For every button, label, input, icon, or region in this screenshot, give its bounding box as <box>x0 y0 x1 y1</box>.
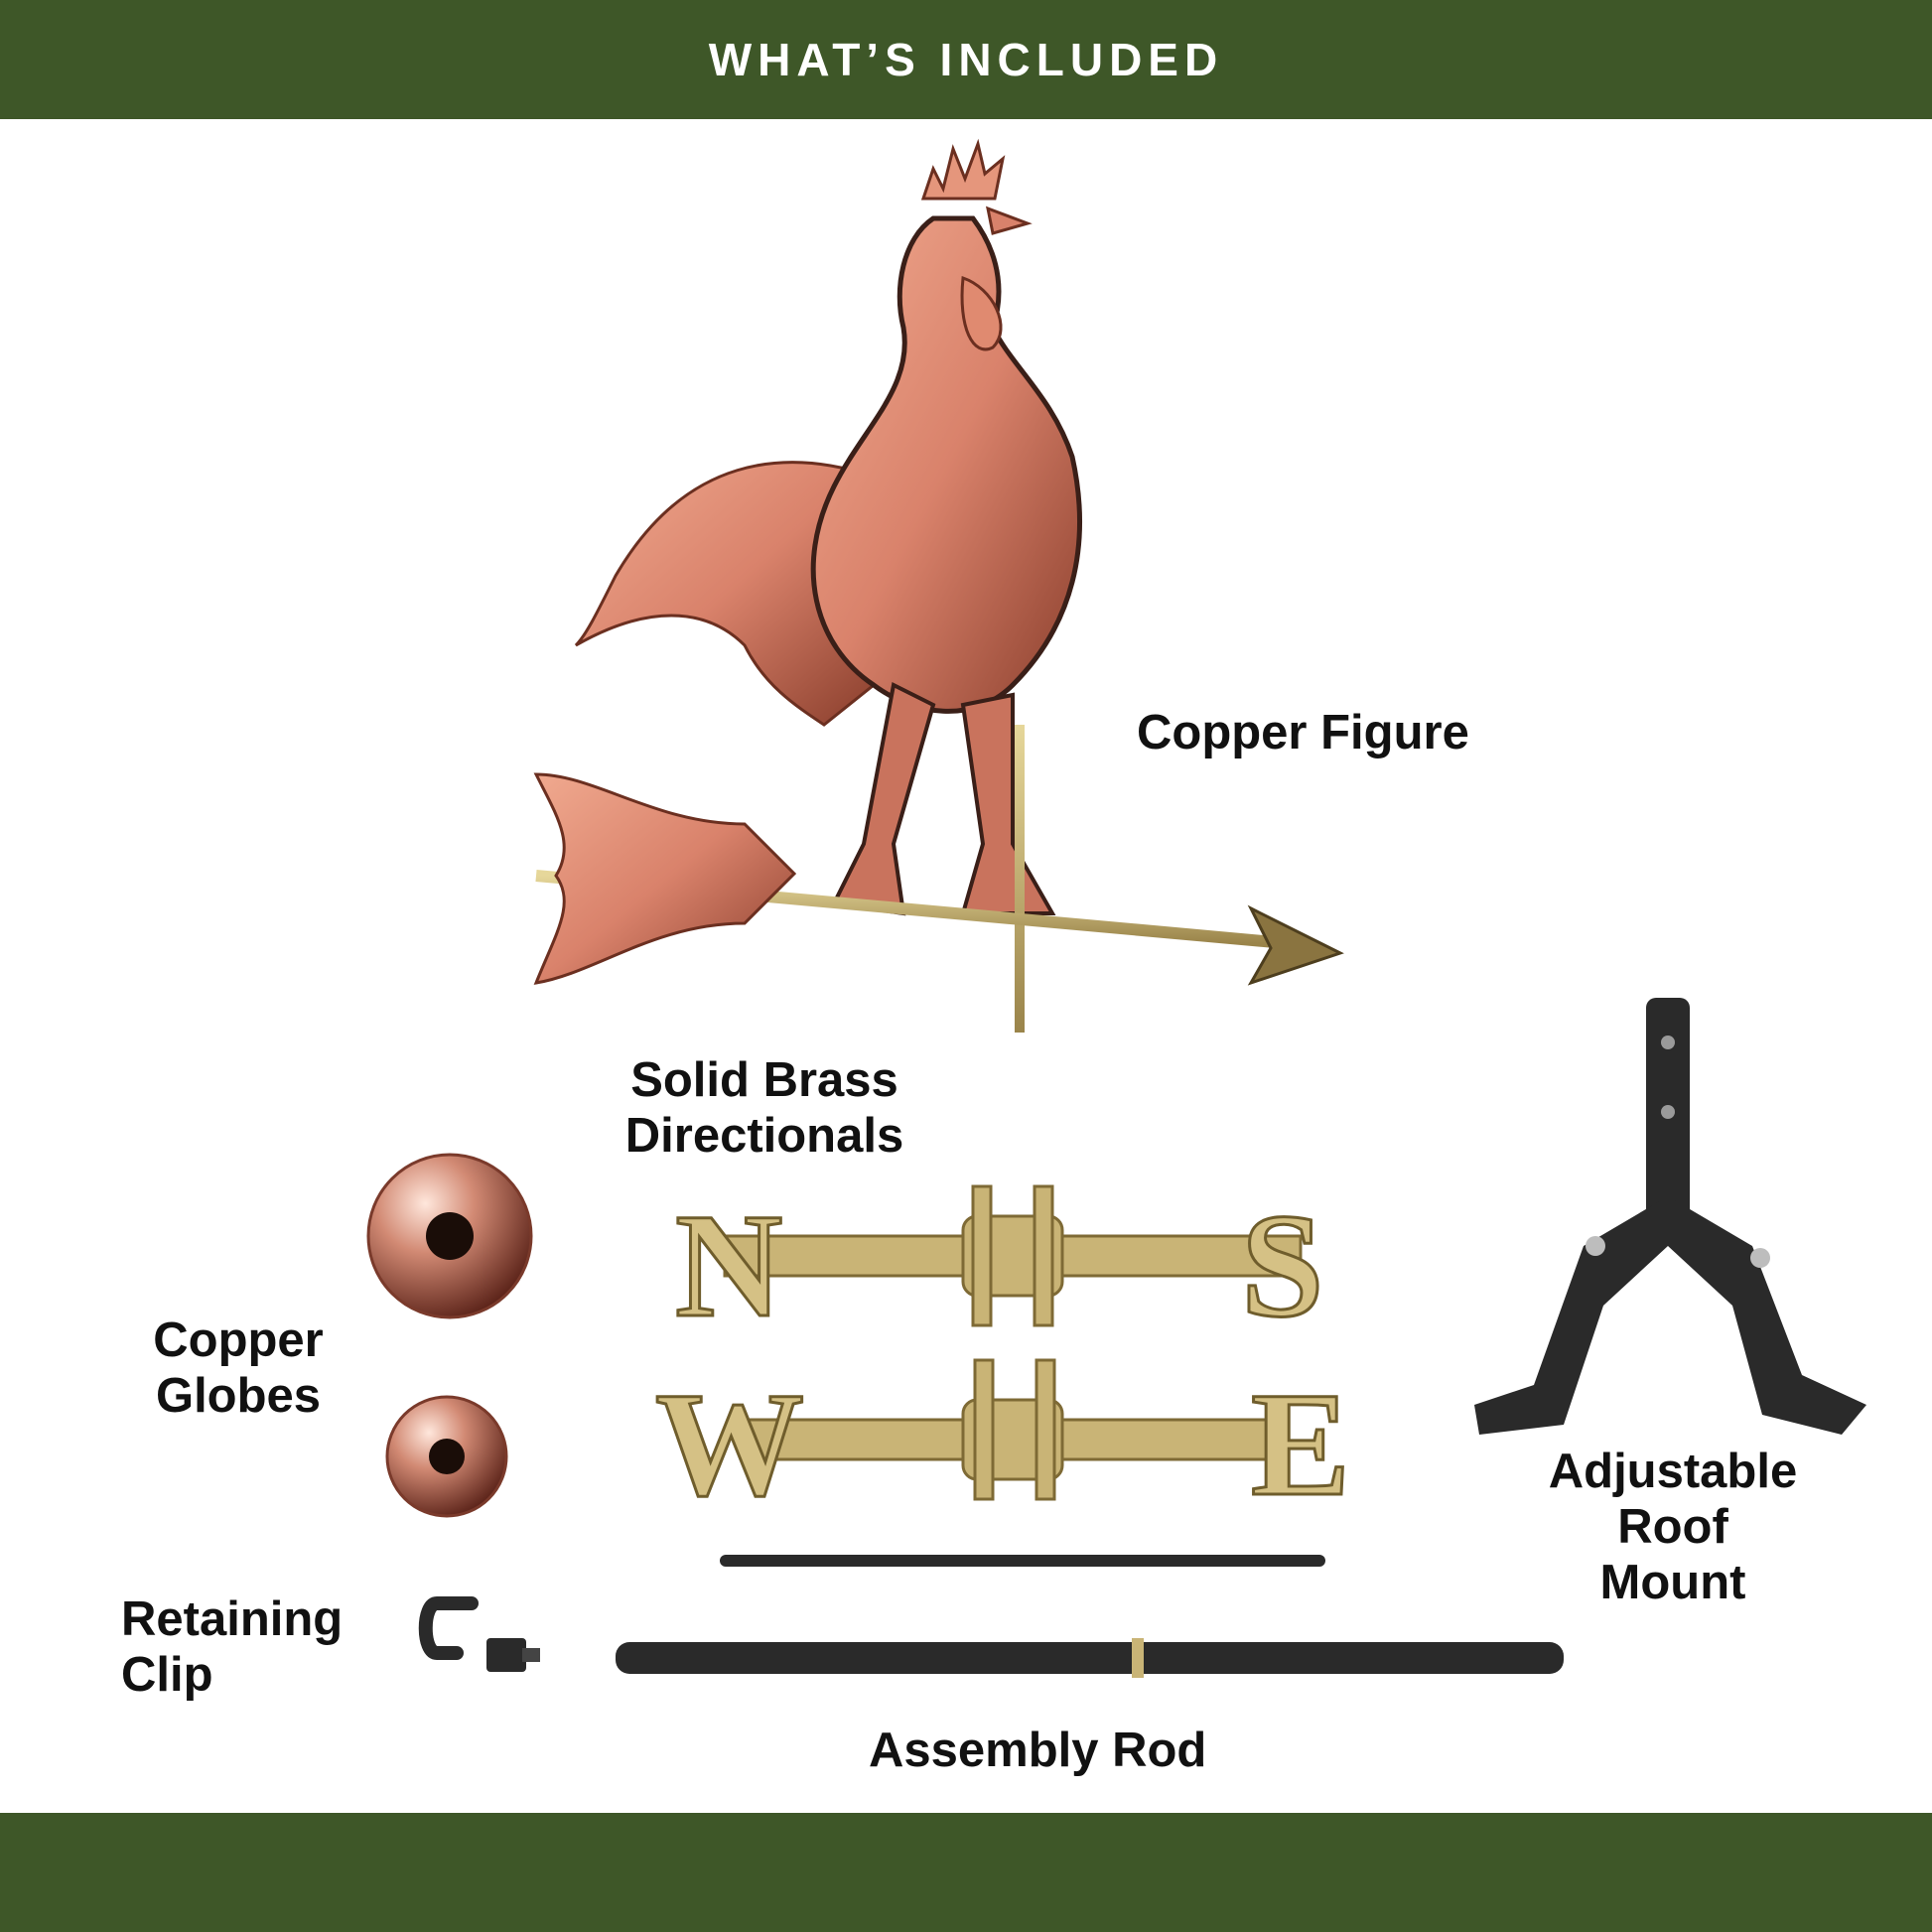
east-letter: E <box>1251 1362 1350 1527</box>
copper-rooster-figure <box>533 138 1344 1033</box>
footer-band <box>0 1813 1932 1932</box>
north-letter: N <box>675 1183 782 1348</box>
assembly-rod-long <box>616 1638 1564 1678</box>
header-band: WHAT’S INCLUDED <box>0 0 1932 119</box>
copper-globe-small <box>385 1395 508 1518</box>
roof-mount-label: Adjustable Roof Mount <box>1548 1445 1798 1609</box>
brass-directionals-label: Solid Brass Directionals <box>624 1053 904 1163</box>
copper-globes-label: Copper Globes <box>153 1313 324 1423</box>
south-letter: S <box>1241 1183 1323 1348</box>
assembly-rod-short <box>720 1555 1325 1567</box>
north-south-directional: N S <box>674 1182 1325 1350</box>
adjustable-roof-mount <box>1474 998 1866 1435</box>
page-title: WHAT’S INCLUDED <box>708 34 1224 85</box>
west-letter: W <box>655 1362 804 1527</box>
assembly-rod-label: Assembly Rod <box>869 1724 1207 1777</box>
copper-globe-large <box>366 1153 533 1319</box>
copper-figure-label: Copper Figure <box>1137 706 1469 759</box>
retaining-clip <box>418 1596 540 1672</box>
west-east-directional: W E <box>654 1358 1352 1529</box>
retaining-clip-label: Retaining Clip <box>121 1592 344 1702</box>
